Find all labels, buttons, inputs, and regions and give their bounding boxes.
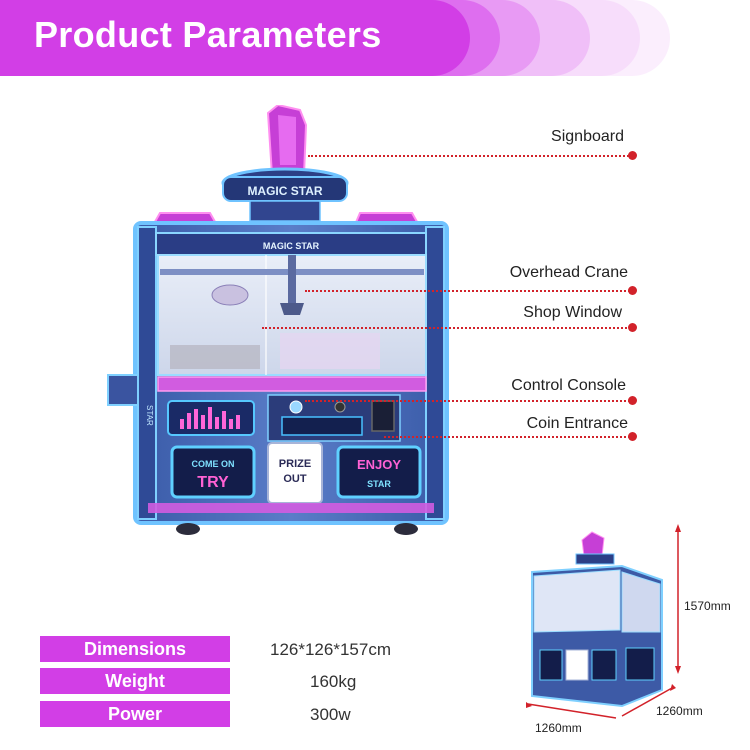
spec-label-weight: Weight	[40, 668, 230, 694]
callout-dot-shop-window	[628, 323, 637, 332]
claw-machine-illustration: MAGIC STAR STAR MAGIC STAR	[107, 105, 449, 535]
callout-label-overhead-crane: Overhead Crane	[509, 264, 628, 281]
left-screen: COME ON TRY	[170, 445, 256, 499]
callout-dot-overhead-crane	[628, 286, 637, 295]
callout-dot-signboard	[628, 151, 637, 160]
callout-line-signboard	[308, 155, 632, 157]
left-screen-line-1: COME ON	[191, 459, 234, 469]
spec-label-power: Power	[40, 701, 230, 727]
prize-out-panel: PRIZE OUT	[267, 442, 323, 504]
callout-label-control-console: Control Console	[511, 377, 626, 394]
callout-label-signboard: Signboard	[551, 128, 624, 145]
dimension-depth: 1260mm	[656, 704, 703, 718]
dimension-height: 1570mm	[684, 599, 731, 613]
header-banner: Product Parameters	[0, 0, 750, 76]
callout-line-overhead-crane	[305, 290, 633, 292]
dimension-width: 1260mm	[535, 721, 582, 735]
prize-out-line-2: OUT	[283, 473, 307, 485]
signboard: MAGIC STAR	[221, 105, 349, 222]
coin-entrance	[371, 400, 395, 432]
spec-value-power: 300w	[310, 705, 351, 724]
callout-line-shop-window	[262, 327, 634, 329]
signboard-text: MAGIC STAR	[247, 184, 322, 198]
spec-value-weight: 160kg	[310, 672, 357, 691]
overhead-crane	[160, 255, 424, 315]
callout-dot-control-console	[628, 396, 637, 405]
sub-sign-text: MAGIC STAR	[263, 241, 320, 251]
spec-label-dimensions: Dimensions	[40, 636, 230, 662]
prize-out-line-1: PRIZE	[279, 458, 311, 470]
spec-value-dimensions: 126*126*157cm	[270, 640, 391, 659]
callout-dot-coin-entrance	[628, 432, 637, 441]
banner-main	[0, 0, 470, 76]
right-screen-line-1: ENJOY	[357, 457, 401, 472]
callout-line-coin-entrance	[384, 436, 634, 438]
page-title: Product Parameters	[34, 14, 382, 55]
callout-label-shop-window: Shop Window	[523, 304, 622, 321]
right-screen: ENJOY STAR	[336, 445, 422, 499]
callout-label-coin-entrance: Coin Entrance	[526, 415, 628, 432]
side-text: STAR	[145, 405, 154, 426]
left-screen-line-2: TRY	[197, 474, 229, 491]
callout-line-control-console	[305, 400, 633, 402]
dimension-illustration	[526, 524, 681, 719]
right-screen-line-2: STAR	[367, 479, 391, 489]
